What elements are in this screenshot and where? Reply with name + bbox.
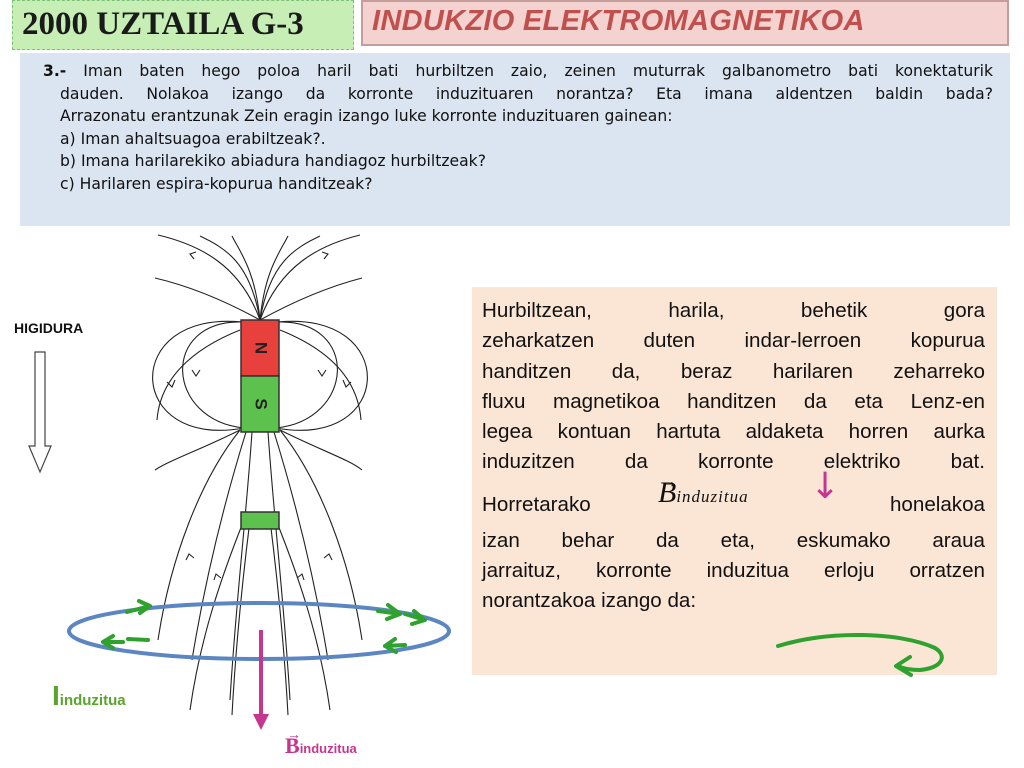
vector-arrow-icon: →	[287, 728, 301, 743]
page-title: 2000 UZTAILA G-3	[22, 6, 304, 42]
formula-before: Horretarako	[482, 492, 591, 516]
explanation-line: Hurbiltzean, harila, behetik gora	[482, 299, 985, 322]
question-line-a: a) Iman ahaltsuagoa erabiltzeak?.	[60, 129, 326, 148]
vector-arrow-icon: →	[660, 470, 678, 491]
formula-after: honelakoa	[889, 492, 985, 516]
clockwise-arrow-icon	[776, 632, 944, 677]
field-line-arrowheads	[166, 251, 352, 581]
induced-field-label: →Binduzitua	[285, 728, 357, 758]
induced-current-label: Iinduzitua	[52, 680, 126, 711]
magnet-south-pole	[240, 375, 280, 433]
formula-line: Horretarako → Binduzitua ↓ honelakoa	[482, 468, 985, 526]
formula-subscript: induzitua	[676, 486, 749, 506]
question-number: 3.-	[43, 62, 67, 80]
motion-label: HIGIDURA	[14, 320, 84, 336]
question-text: 3.- Iman baten hego poloa haril bati hur…	[43, 60, 993, 195]
explanation-line: izan behar da eta, eskumako araua	[482, 528, 985, 552]
motion-arrow	[28, 351, 52, 474]
explanation-text: Hurbiltzean, harila, behetik gora zehark…	[482, 296, 985, 617]
explanation-line: induzitzen da korronte elektriko bat.	[482, 450, 985, 474]
explanation-line: jarraituz, korronte induzitua erloju orr…	[482, 559, 985, 583]
current-arrows	[101, 599, 427, 654]
explanation-line: legea kontuan hartuta aldaketa horren au…	[482, 420, 985, 444]
explanation-line: zeharkatzen duten indar-lerroen kopurua	[482, 329, 985, 353]
question-line-c: c) Harilaren espira-kopurua handitzeak?	[60, 174, 373, 193]
explanation-panel	[472, 287, 997, 675]
south-pole-label: S	[252, 398, 271, 409]
explanation-line: norantzakoa izango da:	[482, 589, 697, 613]
induced-magnet-fragment	[240, 511, 280, 530]
question-line-1: 3.- Iman baten hego poloa haril bati hur…	[43, 62, 993, 80]
explanation-line: handitzen da, beraz harilaren zeharreko	[482, 359, 985, 383]
title-banner	[12, 0, 354, 50]
formula-symbol: B	[658, 475, 677, 509]
explanation-line: fluxu magnetikoa handitzen da eta Lenz-e…	[482, 389, 985, 413]
subject-title: INDUKZIO ELEKTROMAGNETIKOA	[372, 5, 865, 37]
field-lines	[152, 234, 368, 716]
question-panel	[20, 53, 1010, 226]
formula-arrow: ↓	[810, 465, 841, 507]
north-pole-label: N	[252, 342, 271, 354]
question-line-3: Arrazonatu erantzunak Zein eragin izango…	[60, 107, 673, 125]
formula-b-vector: → Binduzitua	[658, 471, 749, 512]
question-line-2: dauden. Nolakoa izango da korronte induz…	[60, 84, 993, 103]
subject-banner	[361, 0, 1009, 46]
question-line-b: b) Imana harilarekiko abiadura handiagoz…	[60, 152, 486, 170]
